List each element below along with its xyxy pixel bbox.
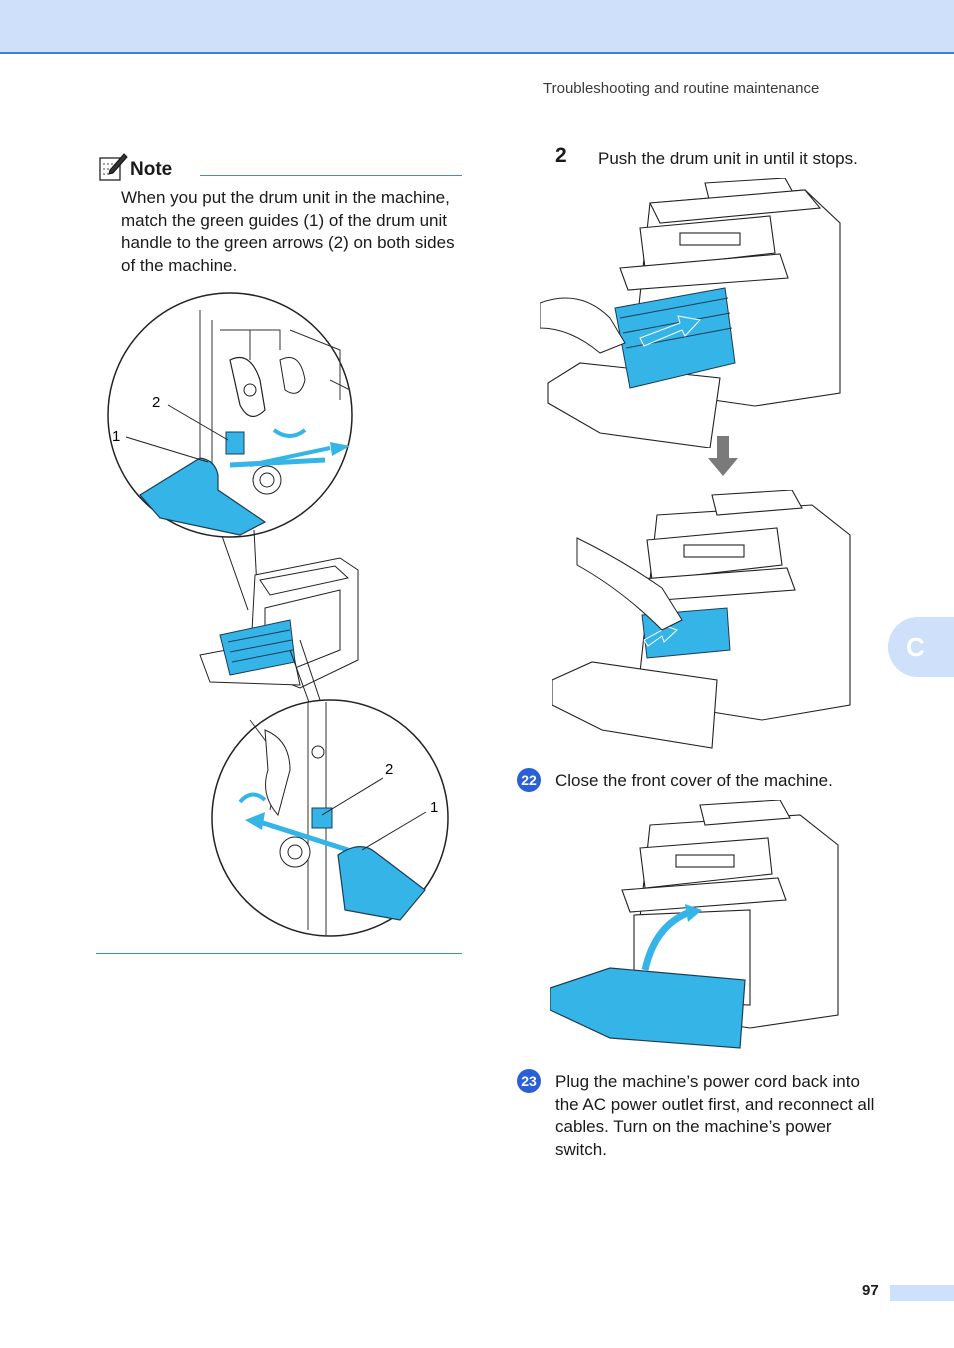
close-front-cover-figure (550, 800, 839, 1049)
callout-2-bottom: 2 (385, 761, 393, 778)
step-text: Plug the machine’s power cord back into … (555, 1072, 875, 1159)
note-top-rule (200, 175, 462, 176)
callout-1-bottom: 1 (430, 799, 438, 816)
note-text: When you put the drum unit in the machin… (121, 188, 455, 275)
step-text: Push the drum unit in until it stops. (598, 149, 858, 168)
callout-2-top: 2 (152, 394, 160, 411)
chapter-tab-label: C (906, 632, 925, 662)
note-label: Note (130, 159, 173, 180)
running-header: Troubleshooting and routine maintenance (543, 80, 820, 97)
drum-guide-alignment-figure: 2 1 2 1 (107, 292, 449, 937)
drum-installed-figure (552, 490, 851, 749)
step-badge: 22 (517, 768, 541, 792)
page-number: 97 (862, 1282, 879, 1299)
callout-1-top: 1 (112, 428, 120, 445)
step-number: 2 (555, 144, 567, 167)
note-pencil-icon (99, 153, 128, 181)
chapter-tab: C (888, 617, 954, 677)
down-arrow-icon (708, 436, 738, 476)
step-text: Close the front cover of the machine. (555, 771, 833, 790)
note-bottom-rule (96, 953, 462, 954)
step-badge: 23 (517, 1069, 541, 1093)
push-drum-unit-figure (540, 178, 841, 448)
page-tab (890, 1285, 954, 1301)
top-band (0, 0, 954, 54)
